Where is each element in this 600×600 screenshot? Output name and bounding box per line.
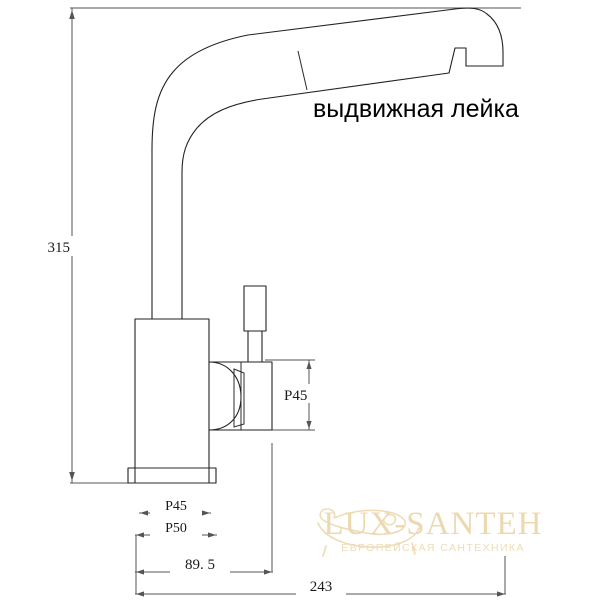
dimension-label-bg-d45base [150, 497, 202, 515]
arrow-d50base-right [208, 532, 216, 538]
arrow-315-bottom [69, 472, 75, 481]
spray-head-split-line [297, 50, 308, 91]
faucet-outline-group [127, 7, 504, 484]
arrow-d45base-right [202, 510, 210, 516]
dimension-label-d45-base: Р45 [165, 499, 187, 514]
dimension-label-bg-89 [170, 554, 230, 573]
arrow-d45head-top [306, 361, 312, 369]
body-cylinder [134, 318, 210, 484]
handle-stem [247, 330, 263, 363]
watermark-brand: LUX-SANTEH [324, 506, 543, 542]
dimension-label-89-5: 89. 5 [185, 557, 215, 573]
spout-tip-nose [486, 13, 504, 67]
base-collar-inner [134, 467, 210, 484]
bathtub-icon [317, 508, 420, 557]
handle-boss [233, 368, 245, 428]
arrow-d45base-left [140, 510, 148, 516]
arrow-d45head-bottom [306, 421, 312, 429]
arrow-315-top [69, 10, 75, 19]
arrow-89-left [136, 569, 144, 575]
base-flange-outer [127, 467, 217, 484]
spout-release-notch [448, 47, 467, 74]
arrow-89-right [264, 569, 272, 575]
dimension-lines-group: 315 Р45 Р45 Р50 [48, 7, 521, 597]
body-shoulder-bulge [208, 361, 242, 431]
dimension-label-d45-head: Р45 [284, 388, 307, 404]
dimension-label-bg-d50base [150, 519, 202, 537]
spout-upper-contour [151, 7, 488, 151]
dimension-label-bg-d45head [282, 384, 328, 403]
dimension-label-d50-base: Р50 [165, 521, 187, 536]
watermark-tagline: ЕВРОПЕЙСКАЯ САНТЕХНИКА [341, 541, 525, 554]
spout-lower-contour [181, 72, 450, 173]
dimension-label-bg-243 [296, 576, 346, 595]
dimension-label-315: 315 [48, 240, 71, 256]
arrow-243-left [136, 591, 144, 597]
dimension-label-243: 243 [310, 579, 333, 595]
arrow-d50base-left [136, 532, 144, 538]
watermark-group: LUX-SANTEH ЕВРОПЕЙСКАЯ САНТЕХНИКА [317, 506, 543, 557]
dimension-label-bg-315 [48, 236, 92, 256]
callout-label-pullout-spray: выдвижная лейка [313, 95, 519, 123]
arrow-243-right [497, 591, 505, 597]
handle-grip [243, 285, 267, 332]
